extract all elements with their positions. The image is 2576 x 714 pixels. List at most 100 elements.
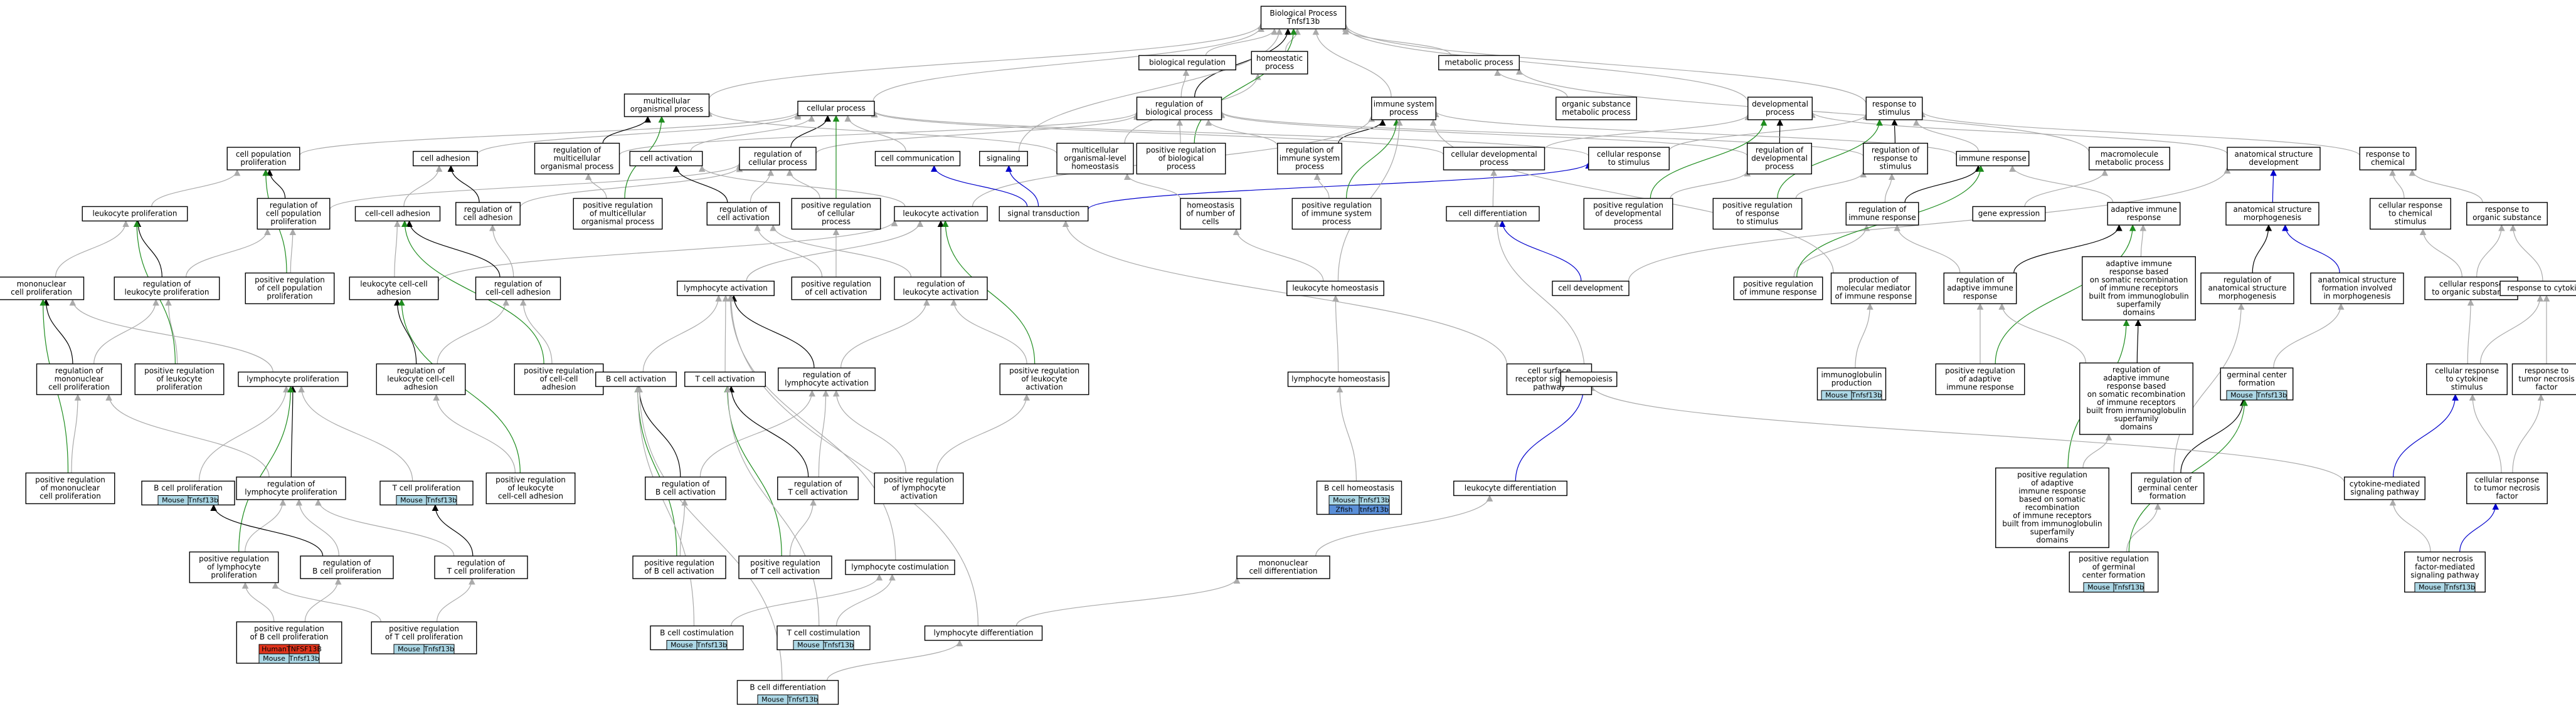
term-node-bcellact: B cell activation xyxy=(595,371,677,387)
edge-gray xyxy=(295,498,339,557)
term-label: domains xyxy=(2123,308,2155,317)
term-node-regbcellact: regulation ofB cell activation xyxy=(645,476,726,500)
term-label: cells xyxy=(1202,218,1219,226)
edge-gray xyxy=(2469,394,2502,473)
term-label: response based xyxy=(2109,268,2169,276)
term-label: cellular process xyxy=(807,104,866,113)
edge-gray xyxy=(393,220,401,278)
term-label: positive regulation xyxy=(2079,555,2149,564)
edge-gray xyxy=(1809,111,2228,154)
edge-black xyxy=(2134,319,2142,364)
term-label: of adaptive xyxy=(1959,375,2001,384)
term-label: homeostasis xyxy=(1071,162,1119,171)
term-label: proliferation xyxy=(240,158,286,167)
term-label: to tumor necrosis xyxy=(2474,484,2540,493)
term-label: T cell proliferation xyxy=(447,567,516,575)
species-name: Mouse xyxy=(761,696,784,704)
term-label: response to xyxy=(2485,205,2529,214)
edge-black xyxy=(1904,165,1982,203)
term-label: molecular mediator xyxy=(1837,284,1911,293)
term-label: tumor necrosis xyxy=(2518,375,2575,384)
term-label: cell activation xyxy=(640,154,692,163)
term-label: of cellular xyxy=(817,209,854,218)
edge-gray xyxy=(165,298,178,364)
edge-gray xyxy=(871,110,1444,155)
term-label: homeostatic xyxy=(1256,54,1303,63)
gene-symbol: Tnfsf13b xyxy=(787,696,818,704)
term-node-immresp: immune response xyxy=(1956,150,2030,167)
term-node-signaling: signaling xyxy=(979,150,1028,167)
term-label: lymphocyte differentiation xyxy=(934,629,1034,638)
edge-gray xyxy=(2126,503,2161,552)
edge-gray xyxy=(298,386,413,481)
term-label: positive regulation xyxy=(1722,201,1793,210)
term-node-cellproc: cellular process xyxy=(797,100,875,117)
term-label: domains xyxy=(2036,536,2068,545)
edge-gray xyxy=(299,111,802,156)
species-name: Mouse xyxy=(2419,584,2441,592)
term-label: organismal process xyxy=(630,105,704,113)
term-label: process xyxy=(1389,108,1418,117)
edge-gray xyxy=(1793,224,1870,278)
term-node-regbcellprolif: regulation ofB cell proliferation xyxy=(300,555,394,579)
edge-black xyxy=(289,386,297,478)
species-name: Mouse xyxy=(2230,391,2253,399)
edge-gray xyxy=(1218,111,1748,157)
edge-black xyxy=(2180,399,2247,473)
term-label: process xyxy=(1614,218,1643,226)
edge-black xyxy=(1776,118,1784,144)
edge-gray xyxy=(1912,118,1979,152)
edge-green xyxy=(238,386,294,552)
gene-symbol: Tnfsf13b xyxy=(2113,584,2144,592)
term-label: cell population xyxy=(236,150,291,159)
species-name: Mouse xyxy=(263,654,285,663)
term-label: development xyxy=(2249,158,2298,167)
edge-black xyxy=(730,295,815,369)
edge-gray xyxy=(642,295,723,372)
term-label: organismal process xyxy=(541,162,614,171)
edge-blue xyxy=(1088,162,1592,210)
edge-gray xyxy=(1628,167,2231,281)
edge-gray xyxy=(1588,384,2345,483)
edge-gray xyxy=(2419,228,2462,278)
edge-gray xyxy=(2139,224,2147,257)
edge-gray xyxy=(198,386,290,481)
edge-black xyxy=(635,386,681,478)
term-label: response to xyxy=(2366,150,2410,159)
species-name: Mouse xyxy=(162,496,184,505)
edge-black xyxy=(2252,224,2272,273)
term-label: positive regulation xyxy=(144,367,215,375)
edge-black xyxy=(1891,118,1898,144)
term-label: biological regulation xyxy=(1149,58,1226,67)
term-label: built from immunoglobulin xyxy=(2086,406,2186,415)
edge-gray xyxy=(679,498,688,557)
term-label: adaptive immune xyxy=(2106,260,2172,268)
term-label: of number of xyxy=(1186,209,1235,218)
term-label: of B cell activation xyxy=(644,567,714,575)
edge-gray xyxy=(770,224,911,278)
term-label: process xyxy=(822,218,851,226)
term-label: of immune receptors xyxy=(2097,398,2175,407)
term-node-lymphdiff: lymphocyte differentiation xyxy=(924,625,1043,641)
